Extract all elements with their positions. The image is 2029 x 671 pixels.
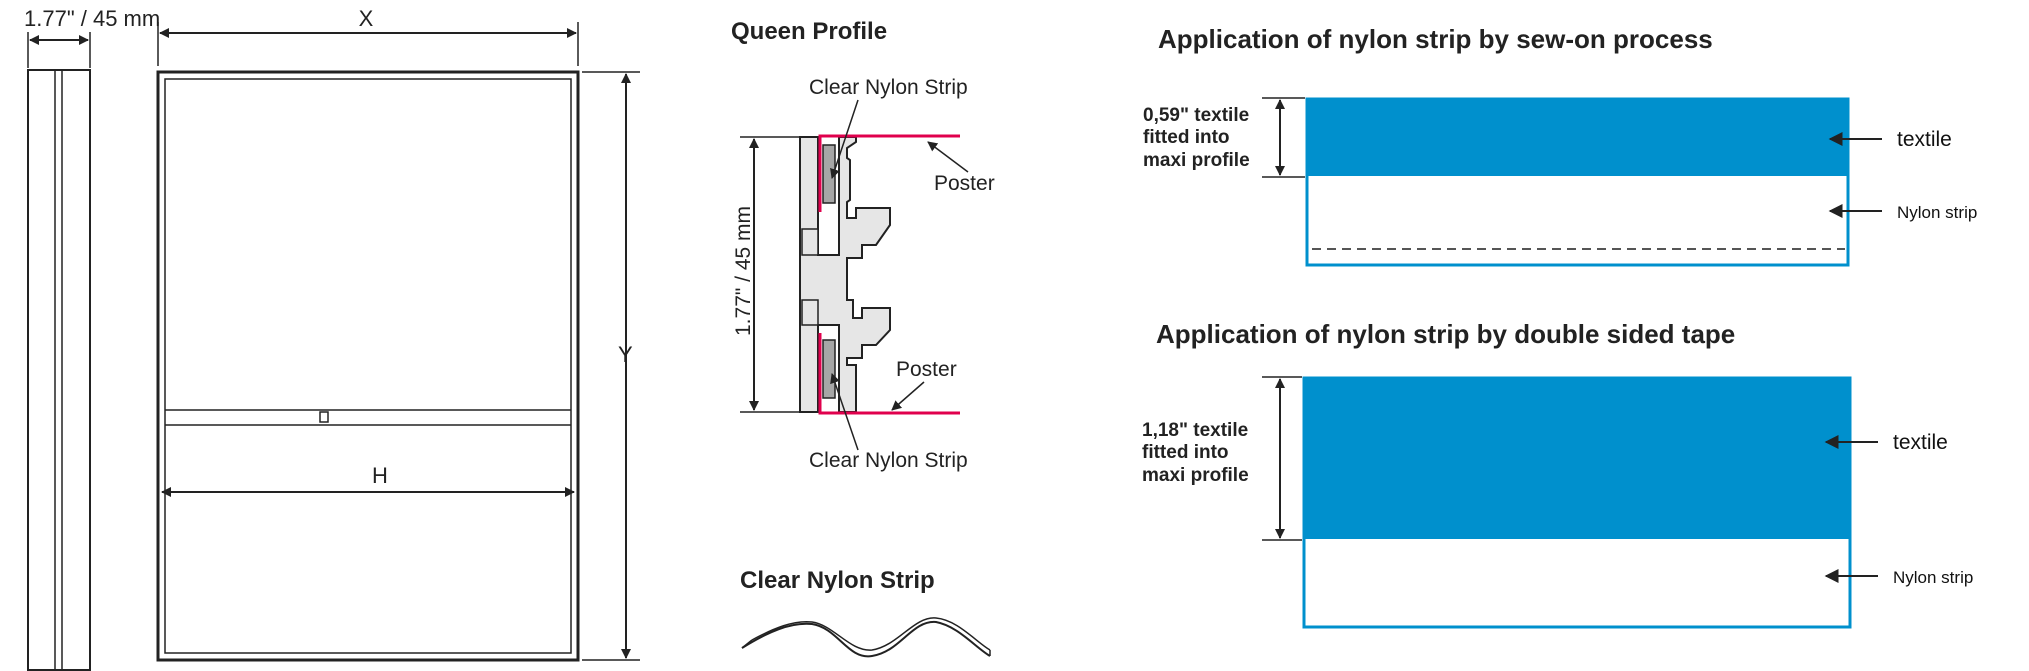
nylon-strip-title: Clear Nylon Strip xyxy=(740,567,935,594)
tape-nylon-label: Nylon strip xyxy=(1893,568,1973,587)
frame-side-view: 1.77" / 45 mm xyxy=(24,6,160,671)
tape-note-line-3: maxi profile xyxy=(1142,465,1249,486)
strip-bottom-label: Clear Nylon Strip xyxy=(809,449,968,472)
poster-line-bottom xyxy=(818,333,960,415)
profile-height-label: 1.77" / 45 mm xyxy=(732,206,755,336)
sew-note-line-2: fitted into xyxy=(1143,127,1230,148)
poster-line-top xyxy=(818,134,960,212)
sew-note-line-3: maxi profile xyxy=(1143,150,1250,171)
poster-top-label: Poster xyxy=(934,172,995,195)
divider-height-label: H xyxy=(372,463,388,488)
clear-nylon-strip-illustration: Clear Nylon Strip xyxy=(740,567,991,658)
frame-width-label: X xyxy=(359,6,374,31)
sew-nylon-strip xyxy=(1305,97,1850,267)
tape-textile-label: textile xyxy=(1893,431,1948,454)
poster-bottom-label: Poster xyxy=(896,358,957,381)
profile-extrusion xyxy=(799,136,891,413)
nylon-strip-bottom xyxy=(822,339,836,399)
tape-textile-band xyxy=(1304,378,1850,539)
frame-depth-label: 1.77" / 45 mm xyxy=(24,6,160,31)
tape-title: Application of nylon strip by double sid… xyxy=(1156,319,1735,349)
frame-height-label: Y xyxy=(618,342,633,367)
sew-note-line-1: 0,59" textile xyxy=(1143,105,1249,126)
queen-profile-title: Queen Profile xyxy=(731,18,887,45)
sew-textile-label: textile xyxy=(1897,128,1952,151)
sew-on-diagram: Application of nylon strip by sew-on pro… xyxy=(1143,24,1977,267)
tape-nylon-strip xyxy=(1302,376,1852,629)
frame-front-view: X Y H xyxy=(156,6,640,662)
tape-note-line-1: 1,18" textile xyxy=(1142,420,1248,441)
tape-note-line-2: fitted into xyxy=(1142,442,1229,463)
sew-on-title: Application of nylon strip by sew-on pro… xyxy=(1158,24,1713,54)
queen-profile: Queen Profile 1.77" / 45 mm Clear Nylon … xyxy=(731,18,995,472)
divider-connector xyxy=(319,411,329,423)
double-sided-tape-diagram: Application of nylon strip by double sid… xyxy=(1142,319,1973,629)
sew-textile-band xyxy=(1307,99,1848,176)
sew-nylon-label: Nylon strip xyxy=(1897,203,1977,222)
strip-top-label: Clear Nylon Strip xyxy=(809,76,968,99)
